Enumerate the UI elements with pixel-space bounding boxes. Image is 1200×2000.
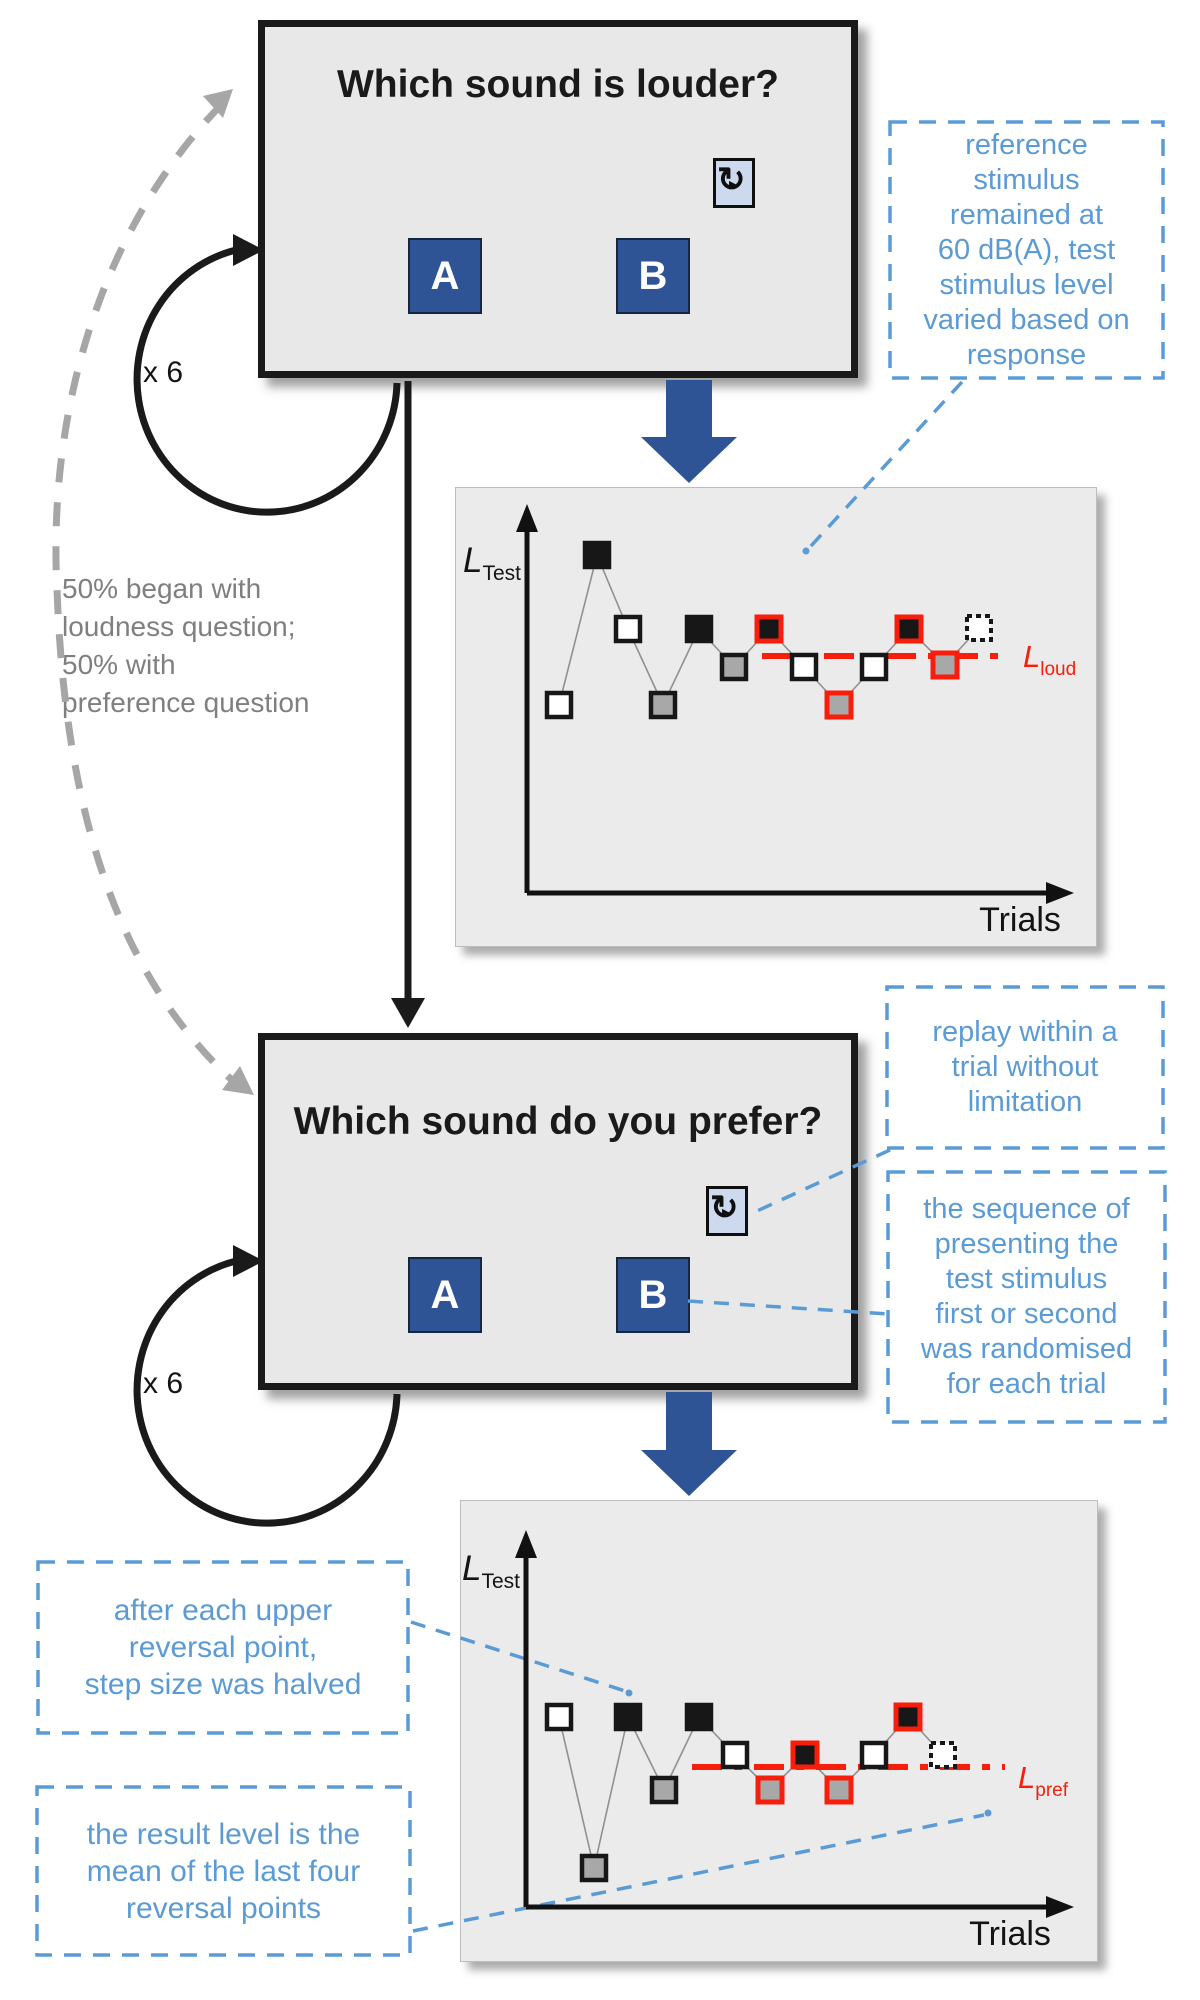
y-axis-label-main: L [462,1549,482,1588]
replay-icon: ↻ [717,161,746,199]
preference-question-panel [258,1033,858,1390]
x-axis-label: Trials [979,901,1061,939]
play-icon: ▶ [729,179,738,191]
loudness-level-label: Lloud [1023,639,1076,681]
ref-label-sub: pref [1035,1780,1068,1801]
sequence-callout: the sequence of presenting the test stim… [888,1172,1165,1422]
ref-label-main: L [1023,639,1041,674]
preference-level-label: Lpref [1018,1760,1068,1802]
sound-b-button-label: B [638,1272,668,1317]
repeat-count-label: x 6 [143,1367,184,1400]
sound-a-button[interactable]: A [408,238,482,314]
curve-arrowhead-down-icon [222,1066,254,1095]
panel-connector-arrowhead-icon [391,998,425,1028]
y-axis-label: LTest [463,541,521,586]
sound-b-button[interactable]: B [616,238,690,314]
curve-arrowhead-up-icon [203,89,233,118]
preference-staircase-plot [460,1500,1098,1962]
replay-icon: ↻ [710,1189,739,1227]
y-axis-label-sub: Test [481,1570,520,1593]
y-axis-label-main: L [463,541,483,580]
order-note: 50% began with loudness question; 50% wi… [62,573,310,718]
loudness-staircase-plot [455,487,1097,947]
sound-a-button[interactable]: A [408,1257,482,1333]
replay-button[interactable]: ↻ ▶ [713,158,755,208]
x-axis-label: Trials [969,1915,1051,1953]
panel2-to-plot-arrow [641,1392,737,1496]
preference-question-title: Which sound do you prefer? [293,1100,823,1143]
sound-a-button-label: A [430,253,460,298]
ref-label-main: L [1018,1760,1036,1795]
result-level-callout: the result level is the mean of the last… [37,1787,410,1955]
y-axis-label-sub: Test [482,562,521,585]
sound-a-button-label: A [430,1272,460,1317]
play-icon: ▶ [722,1207,731,1219]
replay-callout: replay within a trial without limitation [887,987,1163,1148]
reference-stimulus-callout: reference stimulus remained at 60 dB(A),… [890,122,1163,378]
repeat-count-label: x 6 [143,356,184,389]
panel1-to-plot-arrow [641,380,737,483]
loudness-question-title: Which sound is louder? [337,63,779,106]
y-axis-label: LTest [462,1549,520,1594]
sound-b-button[interactable]: B [616,1257,690,1333]
sound-b-button-label: B [638,253,668,298]
replay-button[interactable]: ↻ ▶ [706,1186,748,1236]
ref-label-sub: loud [1040,659,1077,680]
step-size-callout: after each upper reversal point, step si… [38,1562,408,1733]
